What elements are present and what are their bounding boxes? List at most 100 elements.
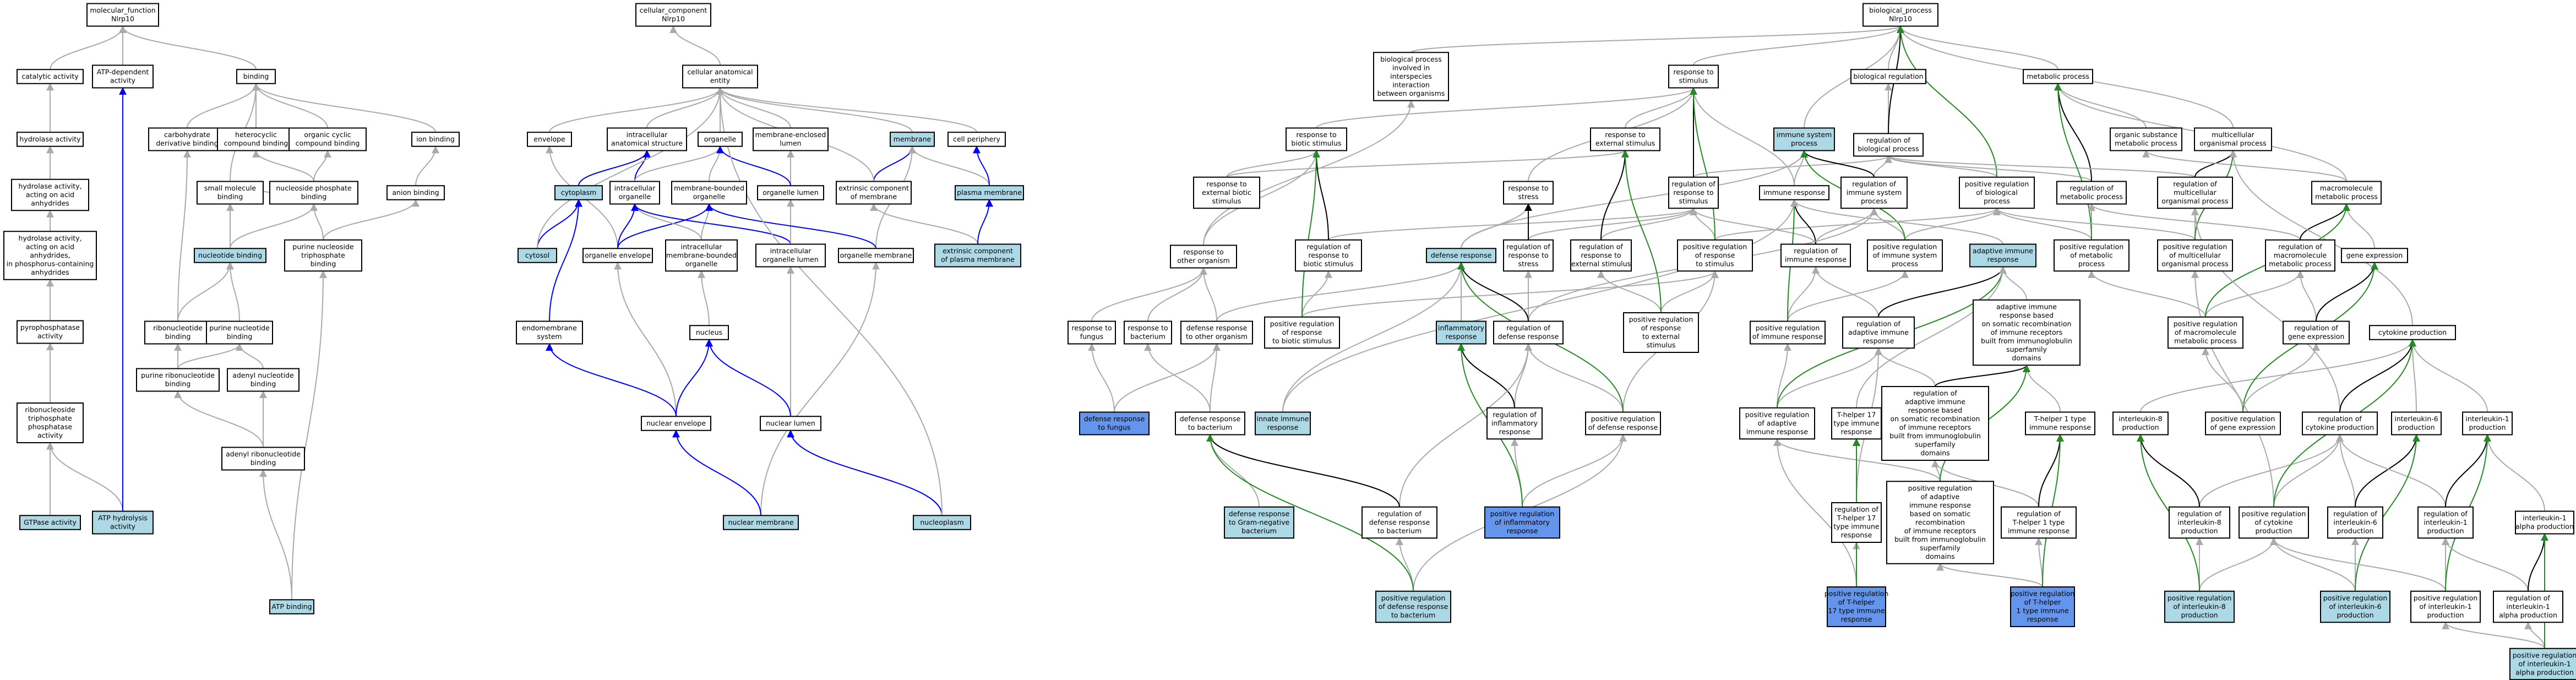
edge-is-a (1777, 347, 1882, 408)
edge-is-a (1693, 25, 1904, 66)
term-label-line: positive regulation (2323, 594, 2388, 602)
edge-is-a (2199, 434, 2344, 507)
term-label-line: pyrophosphatase (20, 323, 80, 331)
term-label-line: regulation of (2017, 509, 2061, 518)
term-box (1842, 316, 1915, 349)
term-box (2239, 506, 2309, 539)
term-box (19, 515, 81, 530)
term-label-line: cellular anatomical (687, 68, 753, 76)
term-label-line: immune system (1847, 188, 1902, 197)
term-label-line: intracellular (614, 184, 656, 192)
go-term-bioreg: biological regulation (1850, 69, 1926, 84)
term-label-line: interleukin-1 (2506, 602, 2550, 611)
edge-regulates (1790, 199, 1816, 244)
term-label-line: of defense response (1588, 423, 1658, 432)
term-label-line: binding (165, 333, 191, 341)
term-label-line: regulation of (2069, 184, 2114, 192)
term-label-line: positive regulation (1683, 242, 1747, 251)
term-box (86, 3, 159, 27)
edge-is-a (2054, 83, 2147, 128)
term-label-line: interleukin-6 (2394, 415, 2438, 423)
term-label-line: other organism (1177, 257, 1230, 265)
edge-regulates (2054, 83, 2092, 182)
term-label-line: positive regulation (2011, 590, 2075, 598)
edge-is-a (174, 390, 264, 448)
term-label-line: ion binding (416, 135, 455, 143)
term-box (1827, 586, 1886, 627)
edge-is-a (2035, 537, 2043, 587)
term-box (2194, 127, 2272, 151)
term-label-line: activity (110, 77, 136, 85)
term-box (682, 64, 758, 89)
term-label-line: interleukin-6 (2333, 518, 2377, 526)
edge-is-a (1690, 87, 1795, 186)
edge-is-a (2191, 270, 2274, 507)
term-box (411, 132, 460, 147)
term-box (1224, 506, 1294, 539)
term-label-line: interspecies (1390, 72, 1432, 80)
term-label-line: multicellular (2212, 130, 2255, 139)
term-label-line: process (1791, 139, 1817, 148)
term-label-line: involved in (1392, 63, 1430, 72)
term-box (1881, 386, 1989, 461)
term-box (1068, 320, 1116, 345)
term-label-line: of immune receptors (1899, 423, 1972, 432)
edge-is-a (2140, 339, 2416, 412)
term-box (698, 132, 743, 147)
term-label-line: response to (1673, 188, 1713, 197)
edge-is-a (313, 150, 331, 182)
term-box (221, 447, 305, 471)
edge-is-a (119, 25, 257, 70)
term-box (671, 181, 747, 205)
go-term-env: envelope (527, 132, 572, 147)
term-box (197, 181, 264, 205)
term-label-line: inflammatory (1491, 419, 1538, 427)
term-box (1503, 239, 1554, 272)
term-label-line: on somatic recombination (1982, 319, 2072, 328)
edge-is-a (1787, 270, 1909, 322)
edge-is-a (1885, 155, 2092, 182)
term-label-line: to other organism (1186, 333, 1248, 341)
edge-regulates (2528, 533, 2548, 591)
term-label-line: process (1861, 197, 1887, 205)
term-label-line: bacterium (1241, 526, 1277, 535)
term-label-line: binding (311, 259, 336, 268)
term-box (753, 127, 829, 151)
term-label-line: organelle membrane (840, 251, 912, 259)
edge-regulates (2137, 434, 2200, 507)
term-label-line: organelle (619, 193, 651, 201)
term-box (1973, 299, 2081, 366)
term-label-line: metabolic process (2027, 72, 2089, 80)
term-box (516, 320, 583, 345)
term-label-line: to bacterium (1391, 611, 1435, 619)
go-term-atpb: ATP binding (269, 599, 314, 614)
term-label-line: on somatic recombination (1891, 415, 1980, 423)
term-label-line: immune response (1746, 427, 1808, 436)
term-box (665, 239, 738, 272)
edge-pos-reg (1690, 87, 1715, 240)
term-label-line: regulation of (1866, 136, 1910, 144)
term-box (518, 248, 557, 263)
term-label-line: production (2427, 526, 2464, 535)
term-label-line: positive regulation (1756, 324, 1820, 332)
edge-part-of (631, 203, 791, 244)
term-label-line: binding (165, 380, 191, 388)
term-label-line: superfamily (1920, 543, 1960, 552)
edge-is-a (1511, 438, 1523, 507)
edge-is-a (177, 150, 191, 322)
edge-is-a (1316, 87, 1697, 129)
edge-regulates (2316, 262, 2378, 322)
edge-is-a (226, 262, 240, 322)
term-box (17, 320, 84, 344)
